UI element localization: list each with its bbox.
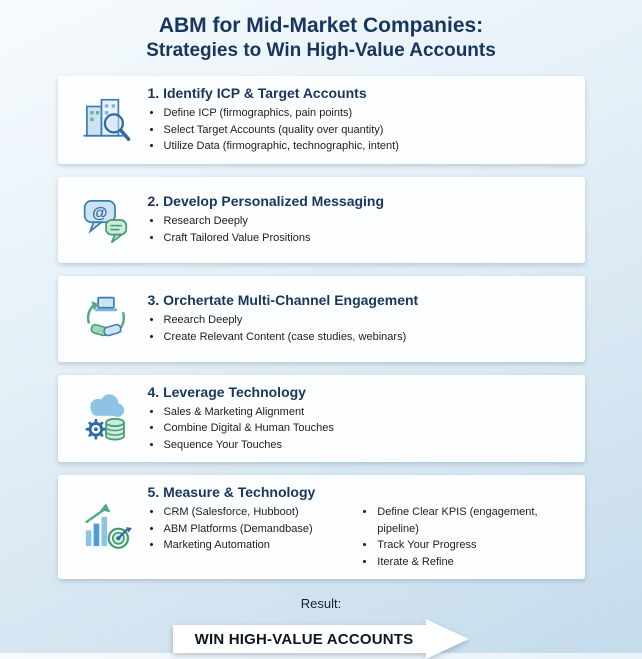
bullet-list-5-left: CRM (Salesforce, Hubboot) ABM Platforms … — [148, 504, 362, 570]
step-5-columns: CRM (Salesforce, Hubboot) ABM Platforms … — [148, 504, 571, 570]
step-heading-1: 1. Identify ICP & Target Accounts — [147, 85, 367, 101]
result-label: Result: — [300, 596, 342, 611]
step-heading-4: 4. Leverage Technology — [147, 383, 306, 400]
bullet-list-1: Define ICP (firmographics, pain points) … — [148, 105, 571, 155]
result-arrow-shape: WIN HIGH-VALUE ACCOUNTS — [173, 619, 469, 659]
step-card-2: @ 2. Develop Personalized Messaging Rese… — [57, 176, 585, 263]
building-search-icon — [64, 93, 148, 147]
chart-target-icon — [64, 500, 148, 554]
bullet-item: Define Clear KPIS (engagement, pipeline) — [376, 504, 570, 537]
step-card-3-body: 3. Orchertate Multi-Channel Engagement R… — [148, 292, 575, 345]
page-title-line2: Strategies to Win High-Value Accounts — [146, 40, 496, 62]
step-heading-2: 2. Develop Personalized Messaging — [147, 193, 385, 209]
step-card-1: 1. Identify ICP & Target Accounts Define… — [57, 76, 585, 164]
bullet-item: Define ICP (firmographics, pain points) — [163, 105, 571, 122]
bullet-list-2: Research Deeply Craft Tailored Value Pro… — [148, 213, 571, 246]
step-heading-5: 5. Measure & Technology — [147, 484, 316, 500]
bullet-list-3: Reearch Deeply Create Relevant Content (… — [148, 312, 571, 345]
bullet-item: Sales & Marketing Alignment — [163, 404, 571, 421]
bullet-item: Sequence Your Touches — [163, 437, 571, 454]
step-card-5: 5. Measure & Technology CRM (Salesforce,… — [57, 475, 585, 579]
handshake-sync-icon — [64, 292, 148, 346]
bullet-item: Combine Digital & Human Touches — [163, 420, 571, 437]
step-card-5-body: 5. Measure & Technology CRM (Salesforce,… — [148, 484, 575, 570]
bullet-item: Utilize Data (firmographic, technographi… — [163, 138, 571, 155]
bullet-item: ABM Platforms (Demandbase) — [163, 521, 362, 538]
step-cards: 1. Identify ICP & Target Accounts Define… — [57, 76, 585, 579]
page-title: ABM for Mid-Market Companies: Strategies… — [0, 13, 642, 63]
step-card-2-body: 2. Develop Personalized Messaging Resear… — [148, 193, 575, 246]
step-heading-3: 3. Orchertate Multi-Channel Engagement — [147, 292, 419, 308]
bullet-item: CRM (Salesforce, Hubboot) — [163, 504, 362, 521]
bullet-item: Reearch Deeply — [163, 312, 571, 329]
bullet-item: Track Your Progress — [376, 537, 570, 554]
bullet-item: Research Deeply — [163, 213, 571, 230]
bullet-item: Iterate & Refine — [376, 554, 570, 571]
result-arrow: WIN HIGH-VALUE ACCOUNTS — [0, 619, 642, 659]
step-card-4: 4. Leverage Technology Sales & Marketing… — [57, 374, 585, 462]
step-card-4-body: 4. Leverage Technology Sales & Marketing… — [148, 384, 575, 454]
step-card-1-body: 1. Identify ICP & Target Accounts Define… — [148, 85, 575, 155]
bullet-item: Craft Tailored Value Prositions — [163, 230, 571, 247]
page-title-line1: ABM for Mid-Market Companies: — [158, 14, 484, 37]
bullet-list-5-right: Define Clear KPIS (engagement, pipeline)… — [361, 504, 570, 570]
chat-at-icon: @ — [64, 193, 148, 247]
cloud-gear-database-icon — [64, 391, 148, 445]
step-card-3: 3. Orchertate Multi-Channel Engagement R… — [57, 275, 585, 362]
bullet-list-4: Sales & Marketing Alignment Combine Digi… — [148, 404, 571, 454]
result-arrow-text: WIN HIGH-VALUE ACCOUNTS — [194, 630, 414, 648]
bullet-item: Marketing Automation — [163, 537, 362, 554]
svg-text:@: @ — [92, 204, 107, 221]
bullet-item: Select Target Accounts (quality over qua… — [163, 122, 571, 139]
bullet-item: Create Relevant Content (case studies, w… — [163, 329, 571, 346]
